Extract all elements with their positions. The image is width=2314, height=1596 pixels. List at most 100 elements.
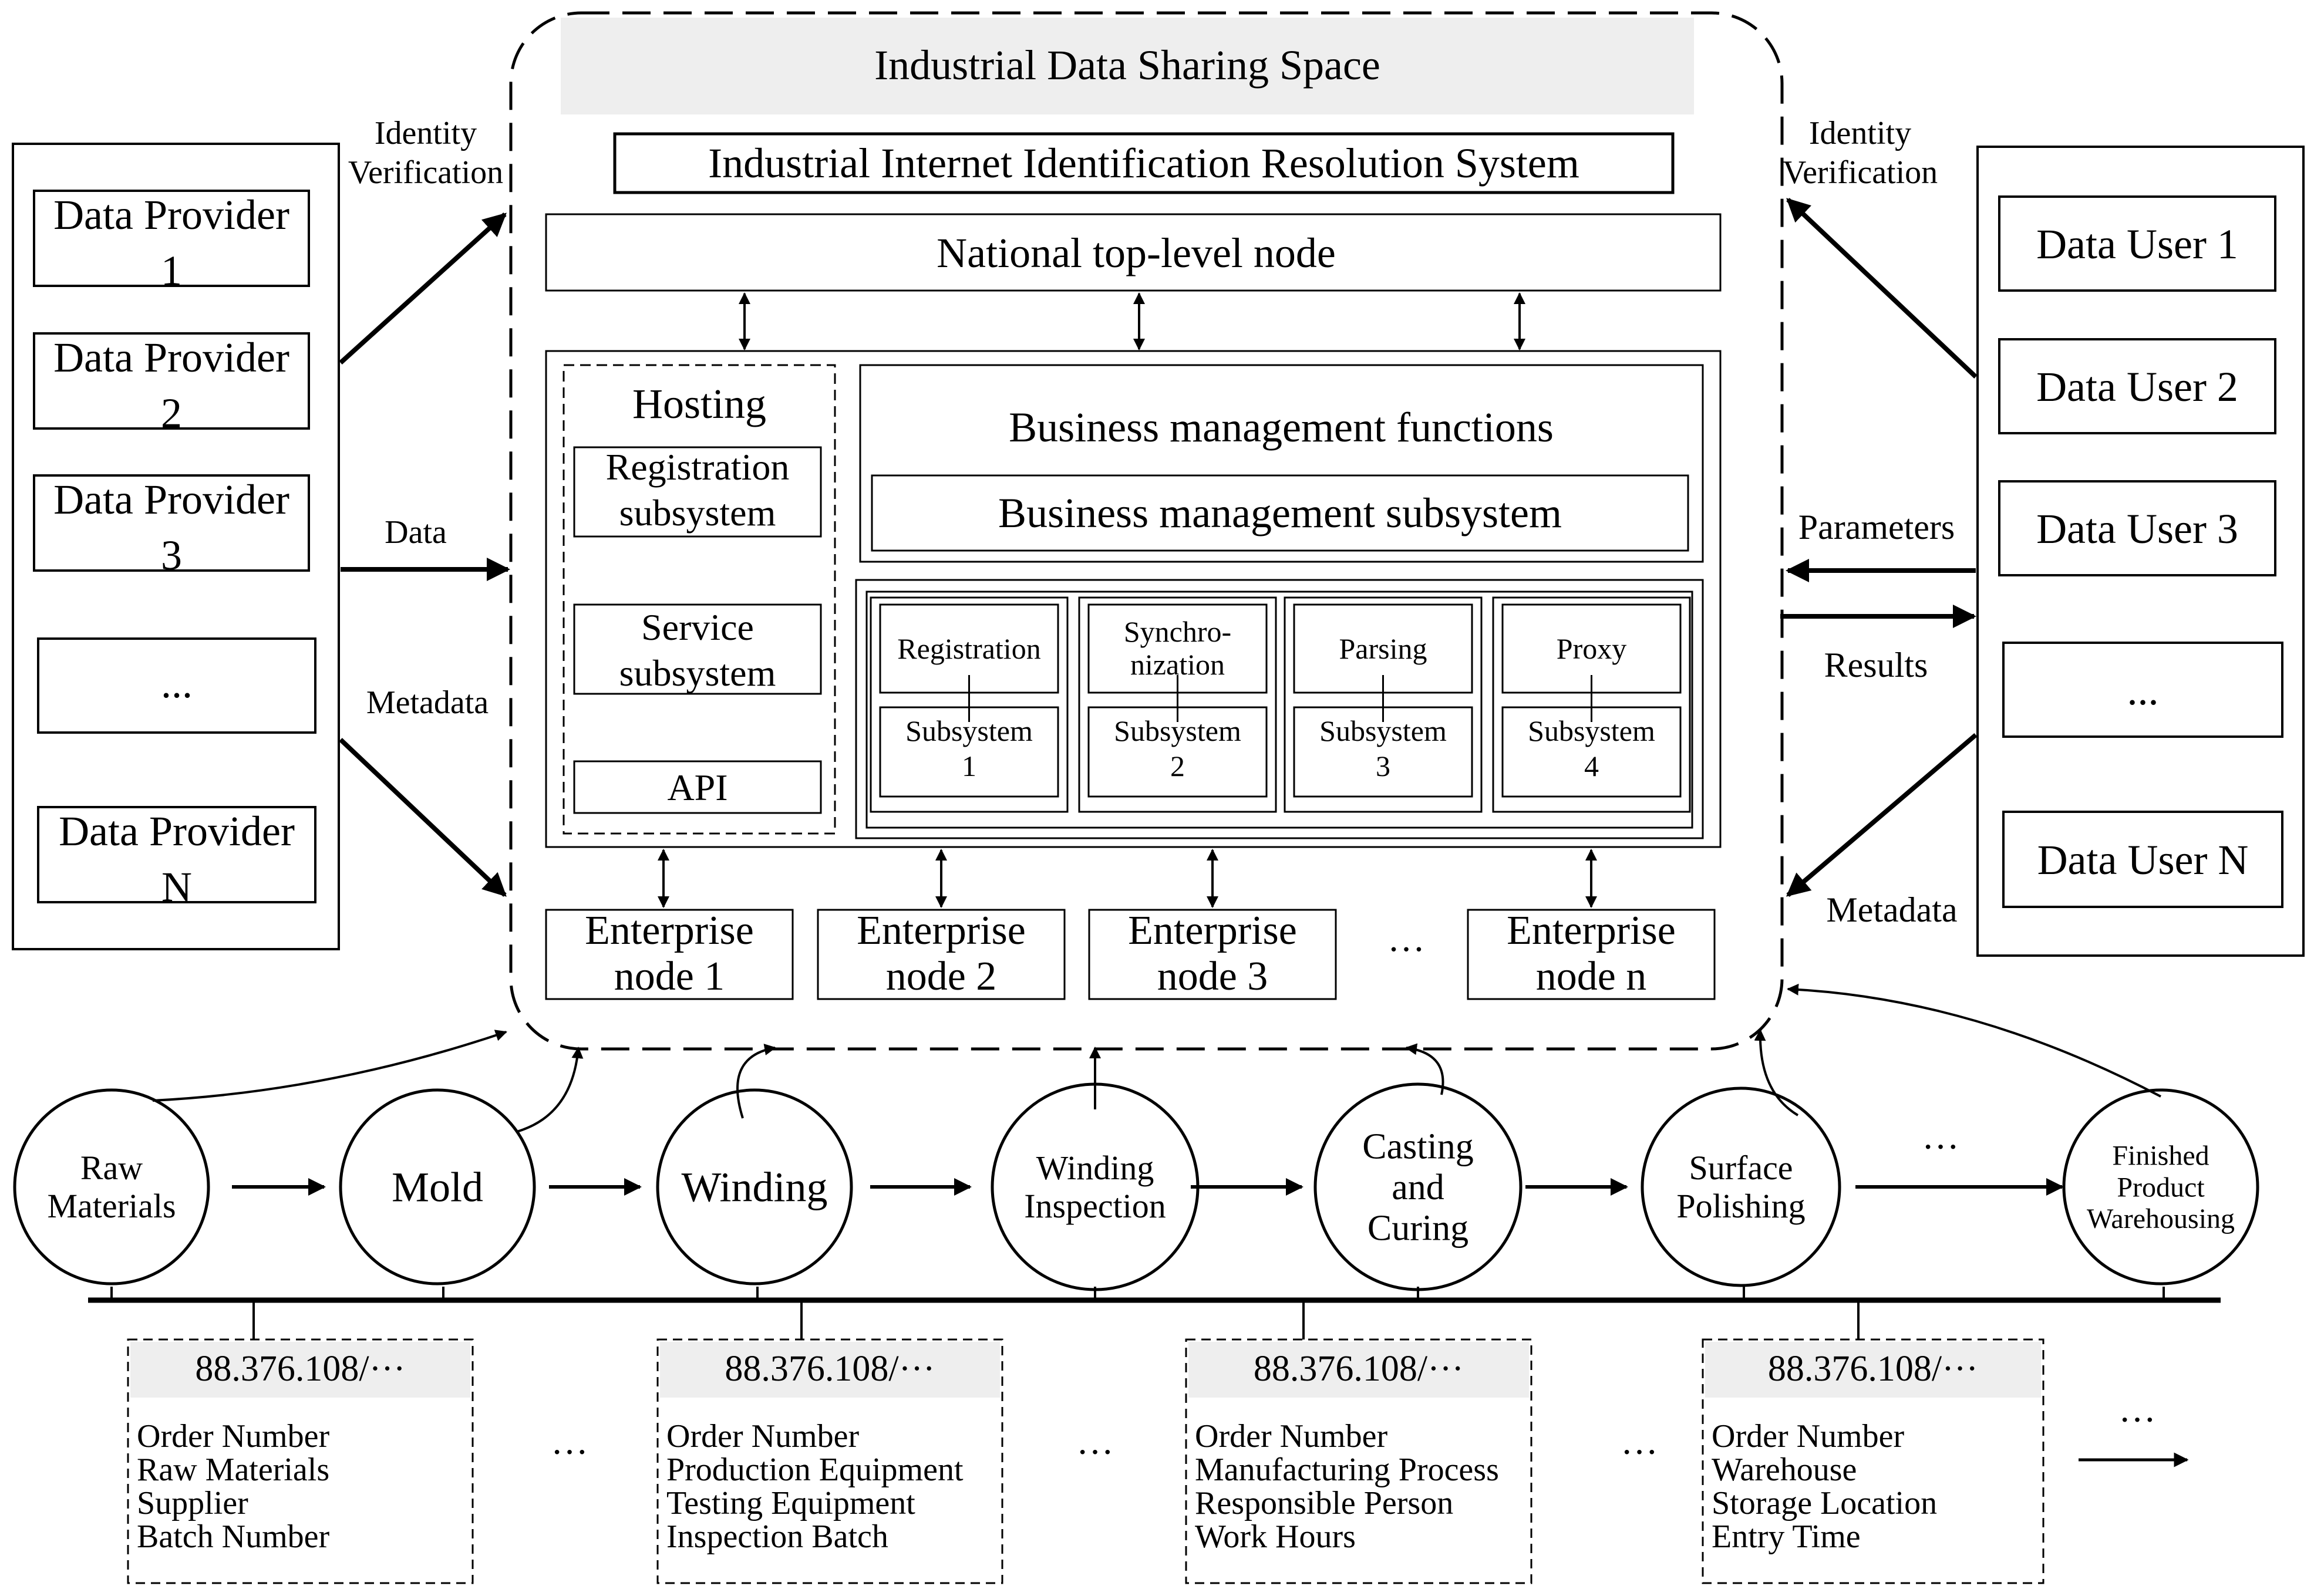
record-box-3: 88.376.108/···Order NumberManufacturing … bbox=[1185, 1338, 1532, 1584]
hosting-title: Hosting bbox=[632, 380, 766, 427]
user-item-2: Data User 2 bbox=[1998, 338, 2276, 434]
provider-identity-arrow bbox=[339, 212, 507, 365]
record-id: 88.376.108/··· bbox=[1254, 1349, 1464, 1389]
process-step-label: Curing bbox=[1367, 1209, 1468, 1249]
subsystems-inner-frame bbox=[865, 591, 1693, 829]
provider-label: 2 bbox=[161, 390, 182, 437]
provider-metadata-arrow bbox=[339, 738, 507, 897]
top-node-box bbox=[545, 213, 1722, 292]
record-field: Storage Location bbox=[1712, 1485, 1937, 1521]
record-header-band bbox=[1188, 1342, 1529, 1398]
registration-subsystem-line2: subsystem bbox=[619, 492, 776, 534]
upload-arc-warehousing bbox=[1787, 983, 2161, 1098]
subsystem-function-label: Synchro- bbox=[1124, 615, 1231, 648]
subsystem-name-label: 4 bbox=[1584, 750, 1599, 782]
hosting-panel: Hosting Registration subsystem Service s… bbox=[562, 364, 836, 835]
business-functions-title: Business management functions bbox=[1009, 404, 1554, 451]
provider-metadata-label: Metadata bbox=[366, 684, 489, 721]
user-item-4: ... bbox=[2002, 642, 2283, 738]
provider-box bbox=[33, 474, 310, 572]
subsystem-function-label: Registration bbox=[897, 632, 1040, 665]
node-functions-container bbox=[545, 350, 1722, 848]
record-ellipsis-1: ··· bbox=[551, 1431, 588, 1473]
subsystem-function-label: Parsing bbox=[1339, 632, 1427, 665]
provider-label: 3 bbox=[161, 532, 182, 579]
process-step-label: Inspection bbox=[1024, 1187, 1166, 1225]
enterprise-node-label: node n bbox=[1536, 954, 1647, 999]
record-id: 88.376.108/··· bbox=[1768, 1349, 1978, 1389]
upload-arc-raw-materials bbox=[152, 1030, 507, 1102]
record-ellipsis-2: ··· bbox=[1076, 1431, 1114, 1473]
provider-identity-line2: Verification bbox=[348, 154, 503, 191]
enterprise-node-label: node 3 bbox=[1157, 954, 1268, 999]
process-step-label: Polishing bbox=[1676, 1187, 1805, 1225]
process-step-label: Mold bbox=[392, 1163, 483, 1210]
provider-box bbox=[33, 190, 310, 287]
space-title-band bbox=[561, 18, 1694, 114]
provider-box bbox=[37, 806, 316, 903]
process-step-label: Finished bbox=[2112, 1141, 2209, 1172]
record-field: Responsible Person bbox=[1195, 1485, 1453, 1521]
enterprise-node-label: Enterprise bbox=[857, 908, 1026, 953]
subsystem-name-label: 1 bbox=[962, 750, 976, 782]
process-step-circle bbox=[1641, 1087, 1841, 1287]
provider-label: 1 bbox=[161, 247, 182, 294]
record-field: Production Equipment bbox=[666, 1452, 964, 1488]
user-item-5: Data User N bbox=[2002, 811, 2283, 908]
registration-subsystem-line1: Registration bbox=[606, 446, 790, 488]
provider-identity-line1: Identity bbox=[375, 115, 477, 151]
user-identity-line1: Identity bbox=[1809, 115, 1911, 151]
record-field: Inspection Batch bbox=[666, 1519, 888, 1555]
enterprise-node-box bbox=[1088, 909, 1337, 1000]
record-ellipsis-3: ··· bbox=[1621, 1431, 1658, 1473]
top-node-label: National top-level node bbox=[937, 230, 1336, 276]
record-field: Order Number bbox=[137, 1418, 329, 1455]
user-metadata-arrow bbox=[1786, 733, 1978, 897]
subsystem-name-label: Subsystem bbox=[1319, 714, 1447, 747]
upload-arc-polishing bbox=[1754, 1029, 1799, 1116]
provider-label: ... bbox=[161, 660, 193, 707]
subsystem-name-label: Subsystem bbox=[1114, 714, 1241, 747]
user-label: ... bbox=[2127, 667, 2159, 714]
record-box-4: 88.376.108/···Order NumberWarehouseStora… bbox=[1702, 1338, 2044, 1584]
subsystem-function-label: Proxy bbox=[1557, 632, 1626, 665]
subsystem-name-box bbox=[1087, 706, 1268, 798]
record-field: Testing Equipment bbox=[666, 1485, 915, 1521]
service-subsystem-line1: Service bbox=[641, 606, 754, 648]
enterprise-node-box bbox=[1467, 909, 1716, 1000]
process-step-label: Materials bbox=[47, 1187, 176, 1225]
record-id: 88.376.108/··· bbox=[725, 1349, 935, 1389]
user-identity-arrow bbox=[1786, 198, 1978, 379]
provider-box bbox=[33, 332, 310, 430]
registration-subsystem-box bbox=[573, 446, 822, 538]
record-field: Work Hours bbox=[1195, 1519, 1356, 1555]
user-item-3: Data User 3 bbox=[1998, 480, 2276, 576]
record-field: Order Number bbox=[1195, 1418, 1387, 1455]
upload-arc-mold bbox=[516, 1047, 584, 1133]
user-box bbox=[1998, 480, 2276, 576]
provider-item-1: Data Provider 1 bbox=[33, 190, 310, 294]
provider-box bbox=[37, 637, 316, 734]
provider-label: Data Provider bbox=[53, 191, 289, 238]
subsystem-name-label: Subsystem bbox=[1528, 714, 1655, 747]
enterprise-node-label: node 1 bbox=[614, 954, 725, 999]
business-subsystem-box bbox=[871, 474, 1689, 552]
